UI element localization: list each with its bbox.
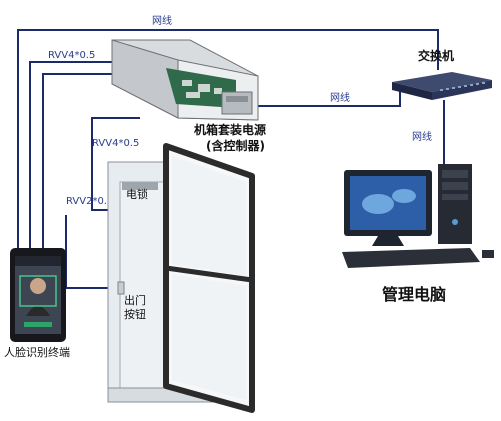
controller-box-icon — [111, 39, 259, 121]
wire-rvv-mid — [91, 117, 140, 211]
label-power-box-sub: (含控制器) — [206, 138, 265, 153]
label-power-box: 机箱套装电源 — [194, 122, 266, 137]
label-net-right: 网线 — [412, 130, 432, 143]
label-switch: 交换机 — [418, 48, 454, 63]
door-icon — [107, 143, 255, 413]
label-rvv-mid: RVV4*0.5 — [92, 138, 139, 149]
exit-button-icon — [117, 281, 125, 295]
wire-net-top — [17, 29, 439, 258]
label-pc: 管理电脑 — [382, 285, 446, 304]
label-terminal: 人脸识别终端 — [4, 345, 70, 359]
keyboard-icon — [342, 248, 494, 268]
label-rvv-left: RVV2*0.5 — [66, 196, 113, 207]
monitor-icon — [344, 170, 432, 246]
tower-pc-icon — [438, 164, 472, 244]
wire-net-mid — [258, 90, 401, 107]
wire-rvv-left — [42, 73, 112, 258]
face-terminal-icon — [10, 248, 66, 342]
network-switch-icon — [392, 72, 492, 100]
label-exit-button: 出门 — [124, 293, 146, 307]
electric-lock-icon — [122, 182, 158, 190]
label-lock: 电锁 — [126, 187, 148, 201]
label-net-top: 网线 — [152, 14, 172, 27]
label-exit-button-sub: 按钮 — [124, 307, 146, 321]
label-rvv-top: RVV4*0.5 — [48, 50, 95, 61]
label-net-mid: 网线 — [330, 91, 350, 104]
wire-rvv-top — [29, 61, 112, 258]
